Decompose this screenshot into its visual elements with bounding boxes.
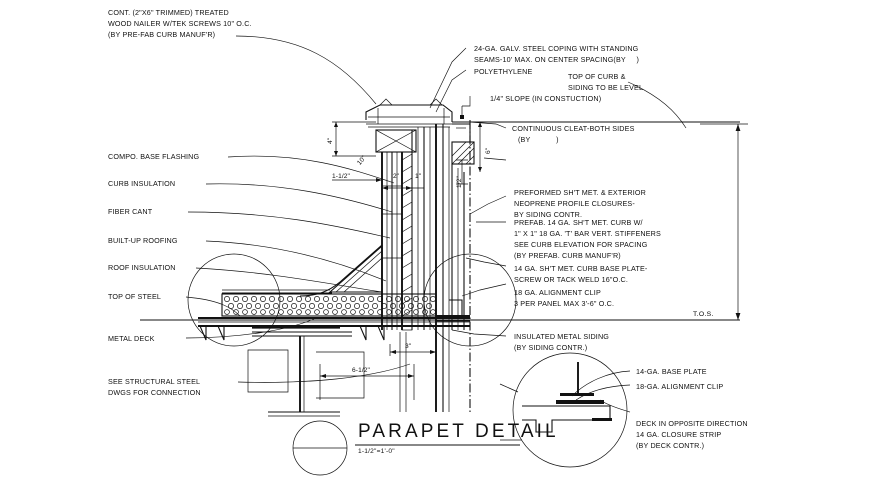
- alignment-clip: [449, 299, 463, 318]
- dim-2in: 2": [393, 173, 400, 180]
- dim-6-1-2in: 6-1/2": [352, 367, 370, 374]
- note-fiber-cant: FIBER CANT: [108, 207, 153, 216]
- note-curb-base-plate-l2: SCREW OR TACK WELD 16"O.C.: [514, 275, 629, 284]
- note-wood-nailer-l1: CONT. (2"X6" TRIMMED) TREATED: [108, 8, 229, 17]
- structural-steel-beam: [247, 331, 365, 417]
- note-steel-coping-l2: SEAMS-10' MAX. ON CENTER SPACING(BY ): [474, 55, 640, 64]
- dim-half-in: 1/2": [456, 176, 463, 188]
- note-detail-closure-l2: 14 GA. CLOSURE STRIP: [636, 430, 722, 439]
- note-steel-coping-l1: 24-GA. GALV. STEEL COPING WITH STANDING: [474, 44, 639, 53]
- note-slope: 1/4" SLOPE (IN CONSTUCTION): [490, 94, 602, 103]
- detail-bubble: [499, 352, 628, 468]
- note-polyethylene: POLYETHYLENE: [474, 67, 533, 76]
- note-prefab-curb-l2: 1" X 1" 18 GA. 'T' BAR VERT. STIFFENERS: [514, 229, 661, 238]
- note-continuous-cleat-l2: (BY ): [518, 135, 559, 144]
- note-top-of-steel: TOP OF STEEL: [108, 292, 162, 301]
- metal-deck: [198, 317, 470, 329]
- dim-3in: 3": [405, 343, 412, 350]
- note-built-up-roofing: BUILT-UP ROOFING: [108, 236, 178, 245]
- neoprene-closure-block: [451, 141, 475, 165]
- note-prefab-curb-l1: PREFAB. 14 GA. SH'T MET. CURB W/: [514, 218, 643, 227]
- note-detail-closure-l1: DECK IN OPP0SITE DIRECTION: [636, 419, 748, 428]
- roof-insulation: [221, 293, 437, 317]
- leader-lines-right: [429, 47, 687, 337]
- curb-base-plate: [436, 315, 470, 322]
- note-continuous-cleat-l1: CONTINUOUS CLEAT-BOTH SIDES: [512, 124, 635, 133]
- note-wood-nailer-l2: WOOD NAILER W/TEK SCREWS 10" O.C.: [108, 19, 252, 28]
- reference-bubbles: [187, 253, 517, 347]
- note-insulated-siding-l2: (BY SIDING CONTR.): [514, 343, 588, 352]
- dim-4in: 4": [327, 137, 334, 144]
- dim-6in: 6": [485, 147, 492, 154]
- page-title: PARAPET DETAIL: [358, 421, 559, 442]
- note-structural-steel-l2: DWGS FOR CONNECTION: [108, 388, 201, 397]
- prefab-curb-walls: [381, 124, 450, 412]
- leader-lines-left: [185, 35, 411, 383]
- note-curb-base-plate-l1: 14 GA. SH'T MET. CURB BASE PLATE-: [514, 264, 648, 273]
- note-metal-deck: METAL DECK: [108, 334, 155, 343]
- dim-1-1-2in: 1-1/2": [332, 173, 350, 180]
- note-roof-insulation: ROOF INSULATION: [108, 263, 176, 272]
- note-alignment-clip-l1: 18 GA. ALIGNMENT CLIP: [514, 288, 601, 297]
- wood-nailer: [375, 129, 417, 153]
- deck-end-marks: [199, 325, 385, 341]
- note-prefab-curb-l4: (BY PREFAB. CURB MANUF'R): [514, 251, 621, 260]
- fiber-cant: [328, 244, 383, 293]
- note-detail-closure-l3: (BY DECK CONTR.): [636, 441, 705, 450]
- dimension-lines: [319, 121, 748, 400]
- note-neoprene-l1: PREFORMED SH'T MET. & EXTERIOR: [514, 188, 646, 197]
- continuous-cleat: [452, 123, 471, 142]
- note-wood-nailer-l3: (BY PRE-FAB CURB MANUF'R): [108, 30, 216, 39]
- note-curb-insulation: CURB INSULATION: [108, 179, 176, 188]
- built-up-roofing: [222, 289, 332, 294]
- tos-elevation-label: T.O.S.: [693, 311, 714, 318]
- compo-base-flashing: [299, 244, 383, 297]
- insulated-metal-siding-geometry: [451, 164, 465, 330]
- note-neoprene-l3: BY SIDING CONTR.: [514, 210, 583, 219]
- title-scale: 1-1/2"=1'-0": [358, 448, 395, 455]
- note-structural-steel-l1: SEE STRUCTURAL STEEL: [108, 377, 201, 386]
- t-bar-stiffeners: [382, 185, 402, 259]
- title-detail-bubble: [292, 420, 520, 476]
- dim-1in: 1": [415, 173, 422, 180]
- lower-siding-lines: [399, 120, 471, 412]
- curb-insulation: [401, 151, 413, 331]
- note-top-of-curb-l1: TOP OF CURB &: [568, 72, 626, 81]
- note-neoprene-l2: NEOPRENE PROFILE CLOSURES-: [514, 199, 635, 208]
- note-prefab-curb-l3: SEE CURB ELEVATION FOR SPACING: [514, 240, 648, 249]
- note-insulated-siding-l1: INSULATED METAL SIDING: [514, 332, 610, 341]
- note-detail-alignment-clip: 18-GA. ALIGNMENT CLIP: [636, 382, 724, 391]
- note-alignment-clip-l2: 3 PER PANEL MAX 3'-6" O.C.: [514, 299, 615, 308]
- note-compo-base-flashing: COMPO. BASE FLASHING: [108, 152, 200, 161]
- note-top-of-curb-l2: SIDING TO BE LEVEL: [568, 83, 644, 92]
- steel-coping-geometry: [365, 98, 453, 125]
- note-detail-base-plate: 14-GA. BASE PLATE: [636, 367, 707, 376]
- slope-marker: [460, 106, 464, 119]
